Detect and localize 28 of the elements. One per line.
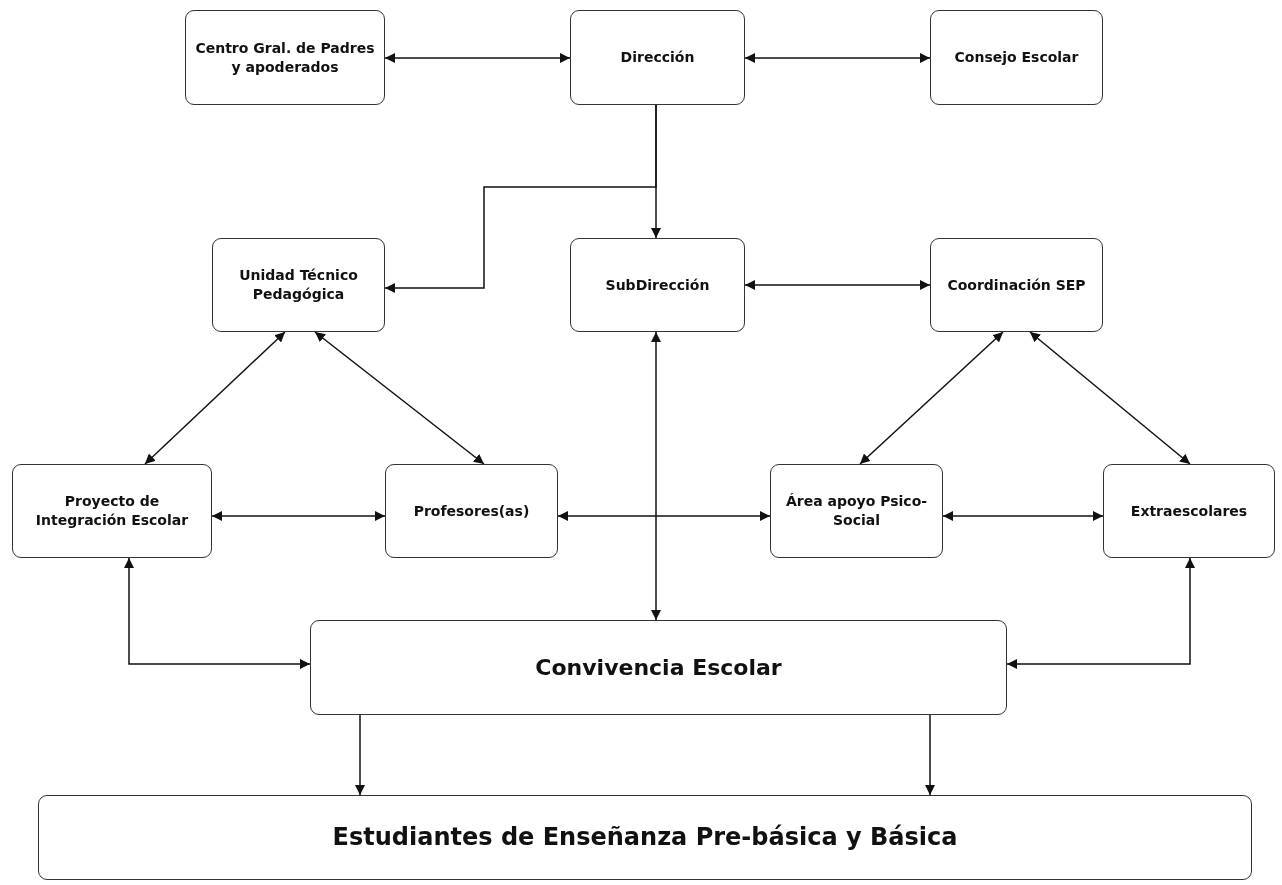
arrow (925, 714, 935, 796)
arrow (124, 557, 311, 669)
org-unit-box: Centro Gral. de Padres y apoderados (185, 10, 385, 105)
arrow (1006, 557, 1195, 669)
org-unit-box: Profesores(as) (385, 464, 558, 558)
org-unit-box: Consejo Escolar (930, 10, 1103, 105)
arrow (557, 511, 771, 521)
arrow (651, 331, 661, 621)
org-unit-box: Coordinación SEP (930, 238, 1103, 332)
arrow (144, 331, 286, 465)
arrow (744, 53, 931, 63)
arrow (744, 280, 931, 290)
arrow (355, 714, 365, 796)
arrow (314, 331, 485, 465)
arrow (942, 511, 1104, 521)
arrow (384, 104, 657, 293)
org-unit-box: Convivencia Escolar (310, 620, 1007, 715)
org-unit-box: Unidad Técnico Pedagógica (212, 238, 385, 332)
org-unit-box: SubDirección (570, 238, 745, 332)
org-unit-box: Área apoyo Psico-Social (770, 464, 943, 558)
arrow (1029, 331, 1191, 465)
org-unit-box: Proyecto de Integración Escolar (12, 464, 212, 558)
arrow (211, 511, 386, 521)
arrow (384, 53, 571, 63)
org-unit-box: Extraescolares (1103, 464, 1275, 558)
org-unit-box: Estudiantes de Enseñanza Pre-básica y Básica (38, 795, 1252, 880)
org-unit-box: Dirección (570, 10, 745, 105)
arrow (859, 331, 1004, 465)
